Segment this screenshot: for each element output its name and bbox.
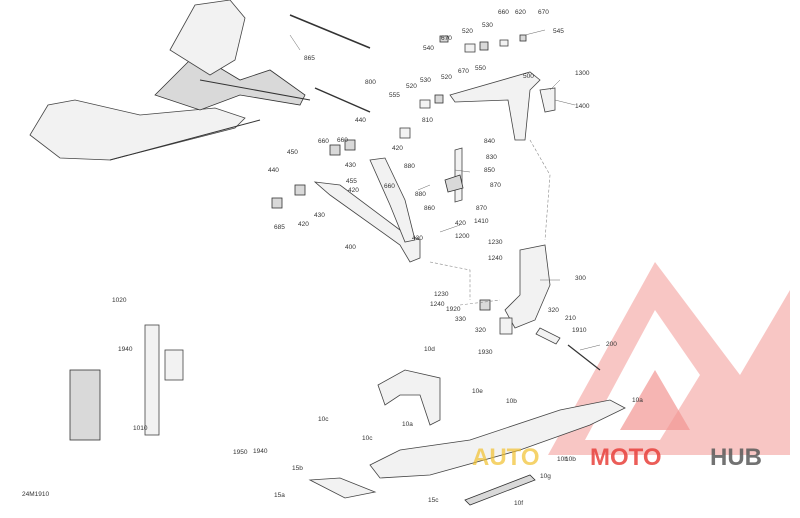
callout-label: 1020	[112, 297, 127, 304]
callout-label: 10d	[424, 346, 435, 353]
callout-label: 320	[548, 307, 559, 314]
callout-label: 1240	[430, 301, 445, 308]
callout-label: 520	[441, 74, 452, 81]
callout-label: 430	[412, 235, 423, 242]
callout-label: 300	[575, 275, 586, 282]
callout-label: 330	[455, 316, 466, 323]
callout-label: 430	[345, 162, 356, 169]
callout-label: 880	[404, 163, 415, 170]
callout-label: 15a	[274, 492, 285, 499]
callout-label: 555	[389, 92, 400, 99]
callout-label: 670	[441, 35, 452, 42]
spindle	[479, 244, 601, 371]
callout-label: 1950	[233, 449, 248, 456]
callout-label: 1230	[434, 291, 449, 298]
callout-label: 1230	[488, 239, 503, 246]
callout-label: 810	[422, 117, 433, 124]
callout-label: 620	[515, 9, 526, 16]
callout-label: 500	[523, 73, 534, 80]
callout-label: 840	[484, 138, 495, 145]
callout-label: 1400	[575, 103, 590, 110]
callout-label: 10b	[506, 398, 517, 405]
callout-label: 15c	[428, 497, 439, 504]
callout-label: 545	[553, 28, 564, 35]
callout-label: 530	[420, 77, 431, 84]
callout-label: 430	[314, 212, 325, 219]
callout-label: 1300	[575, 70, 590, 77]
sway-bar-links	[444, 147, 464, 203]
watermark-auto: AUTO	[472, 444, 540, 471]
callout-label: 10f	[514, 500, 523, 507]
callout-label: 1240	[488, 255, 503, 262]
lower-a-arm	[271, 139, 421, 263]
callout-label: 870	[476, 205, 487, 212]
callout-label: 520	[462, 28, 473, 35]
callout-label: 420	[298, 221, 309, 228]
callout-label: 455	[346, 178, 357, 185]
callout-label: 10h	[557, 456, 568, 463]
callout-label: 15b	[292, 465, 303, 472]
callout-label: 420	[348, 187, 359, 194]
callout-label: 830	[486, 154, 497, 161]
callout-label: 1200	[455, 233, 470, 240]
callout-label: 320	[475, 327, 486, 334]
callout-label: 10a	[632, 397, 643, 404]
callout-label: 865	[304, 55, 315, 62]
upper-a-arm	[449, 71, 556, 141]
callout-label: 1930	[478, 349, 493, 356]
callout-label: 660	[337, 137, 348, 144]
watermark-moto: MOTO	[590, 444, 662, 471]
callout-label: 800	[365, 79, 376, 86]
callout-label: 210	[565, 315, 576, 322]
leader-lines	[289, 29, 601, 351]
callout-label: 660	[318, 138, 329, 145]
callout-label: 10b	[565, 456, 576, 463]
callout-label: 550	[475, 65, 486, 72]
shock-absorber	[69, 324, 184, 441]
callout-label: 1940	[253, 448, 268, 455]
callout-label: 10a	[402, 421, 413, 428]
callout-label: 1920	[446, 306, 461, 313]
callout-label: 10c	[362, 435, 373, 442]
callout-label: 440	[355, 117, 366, 124]
callout-label: 1410	[474, 218, 489, 225]
upper-ski-assembly	[29, 0, 311, 161]
callout-label: 420	[392, 145, 403, 152]
callout-label: 540	[423, 45, 434, 52]
callout-label: 420	[455, 220, 466, 227]
callout-label: 450	[287, 149, 298, 156]
callout-label: 860	[424, 205, 435, 212]
watermark-hub: HUB	[710, 444, 762, 471]
callout-label: 685	[274, 224, 285, 231]
callout-label: 870	[490, 182, 501, 189]
callout-label: 1010	[133, 425, 148, 432]
callout-label: 670	[538, 9, 549, 16]
callout-label: 880	[415, 191, 426, 198]
watermark-text: AUTO MOTO HUB	[472, 444, 762, 471]
callout-label: 660	[384, 183, 395, 190]
ski	[308, 369, 626, 506]
callout-label: 850	[484, 167, 495, 174]
callout-label: 670	[458, 68, 469, 75]
callout-label: 520	[406, 83, 417, 90]
callout-label: 400	[345, 244, 356, 251]
callout-label: 200	[606, 341, 617, 348]
callout-label: 440	[268, 167, 279, 174]
callout-label: 1910	[572, 327, 587, 334]
callout-label: 10g	[540, 473, 551, 480]
callout-label: 1940	[118, 346, 133, 353]
upper-hardware	[399, 34, 527, 139]
reference-lines	[429, 139, 551, 306]
callout-label: 10e	[472, 388, 483, 395]
callout-label: 530	[482, 22, 493, 29]
callout-label: 660	[498, 9, 509, 16]
callout-label: 10c	[318, 416, 329, 423]
diagram-code: 24M1910	[22, 491, 49, 498]
